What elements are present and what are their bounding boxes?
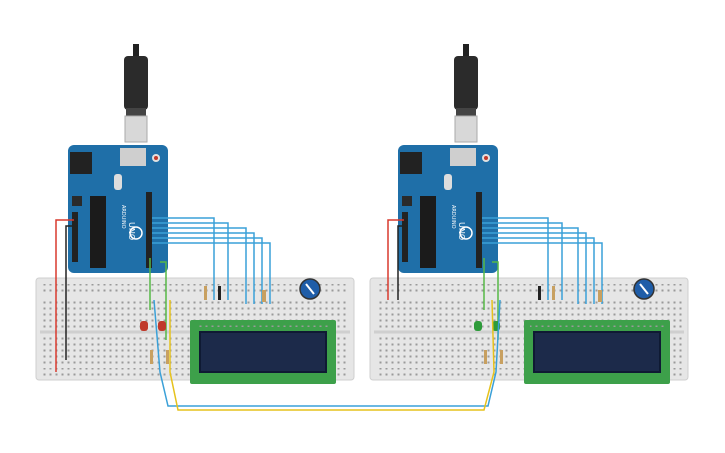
lcd-display-left — [190, 320, 336, 384]
leds-left — [140, 321, 166, 331]
circuit-right: UNO ARDUINO — [369, 44, 689, 384]
circuit-left: UNO ARDUINO — [35, 44, 355, 384]
resistors-left — [150, 286, 266, 364]
lcd-display-right — [524, 320, 670, 384]
usb-cable-right — [454, 44, 478, 143]
board-brand-right: ARDUINO — [450, 205, 456, 229]
potentiometer-left — [299, 278, 321, 300]
potentiometer-right — [633, 278, 655, 300]
usb-cable-left — [124, 44, 148, 143]
arduino-board-right: UNO ARDUINO — [398, 145, 498, 273]
resistors-right — [484, 286, 602, 364]
board-label-right: UNO — [457, 222, 466, 240]
arduino-board-left: UNO ARDUINO — [68, 145, 168, 273]
lcd-data-wires-right — [482, 217, 603, 304]
lcd-data-wires-left — [152, 217, 271, 304]
interconnect-wires — [153, 299, 501, 411]
power-wires-left — [55, 219, 167, 372]
board-brand-left: ARDUINO — [120, 205, 126, 229]
board-label-left: UNO — [127, 222, 136, 240]
power-wires-right — [387, 219, 499, 340]
